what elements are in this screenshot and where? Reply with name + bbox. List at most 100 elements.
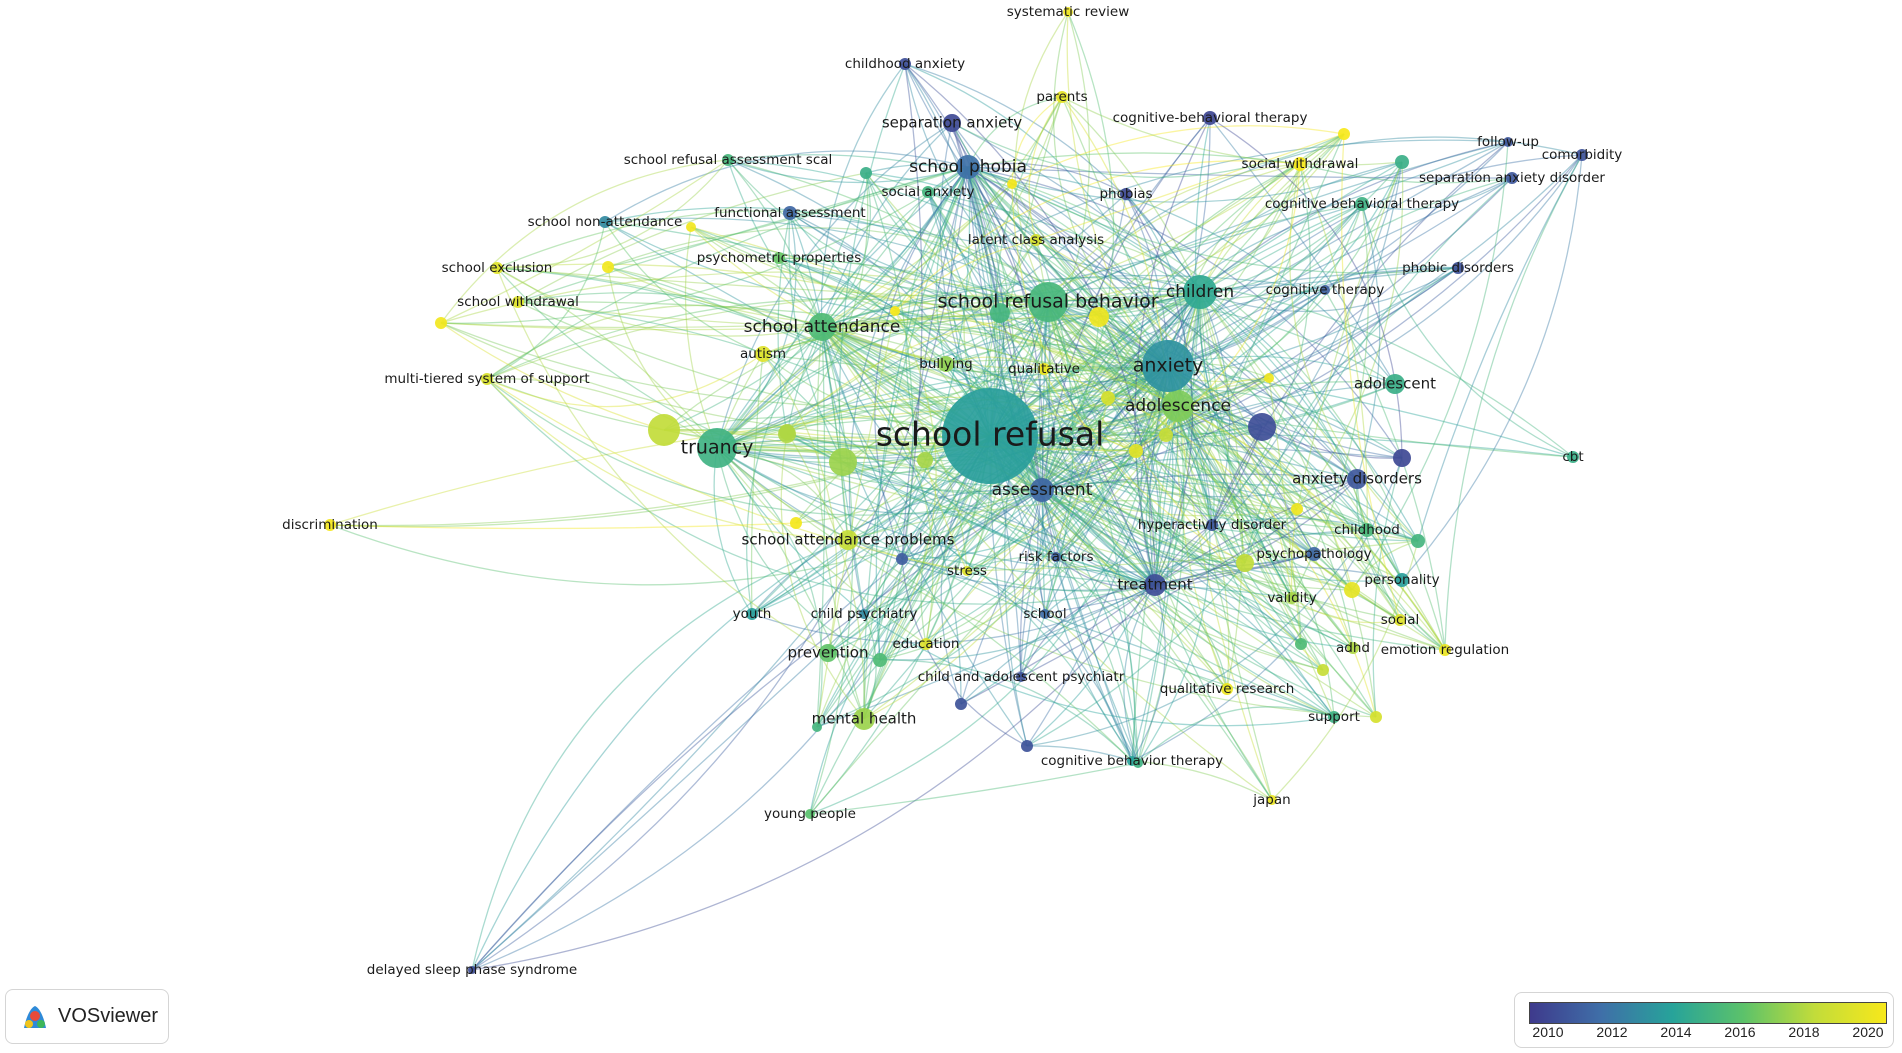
node-u12[interactable] <box>860 167 872 179</box>
node-u23[interactable] <box>955 698 967 710</box>
node-u9[interactable] <box>1129 444 1143 458</box>
node-u5[interactable] <box>1089 307 1109 327</box>
node-cbt[interactable] <box>1567 451 1579 463</box>
node-support[interactable] <box>1328 711 1340 723</box>
node-phobias[interactable] <box>1120 188 1132 200</box>
node-school-refusal[interactable] <box>942 388 1038 484</box>
node-u30[interactable] <box>1411 534 1425 548</box>
node-u26[interactable] <box>1291 503 1303 515</box>
node-u29[interactable] <box>1317 664 1329 676</box>
network-edge <box>904 63 1001 437</box>
node-school-exclusion[interactable] <box>491 262 503 274</box>
node-separation-anxiety-disorder[interactable] <box>1506 172 1518 184</box>
node-child-and-adolescent-psychiatry[interactable] <box>1016 672 1026 682</box>
node-functional-assessment[interactable] <box>783 206 797 220</box>
node-u2[interactable] <box>829 448 857 476</box>
node-bullying[interactable] <box>938 356 954 372</box>
node-parents[interactable] <box>1056 91 1068 103</box>
network-edge <box>716 439 1057 558</box>
node-u27[interactable] <box>1344 582 1360 598</box>
node-u24[interactable] <box>1021 740 1033 752</box>
node-education[interactable] <box>920 638 932 650</box>
node-separation-anxiety[interactable] <box>943 114 961 132</box>
node-u16[interactable] <box>686 222 696 232</box>
node-u22[interactable] <box>896 553 908 565</box>
node-school[interactable] <box>1040 609 1050 619</box>
node-children[interactable] <box>1183 275 1217 309</box>
node-qualitative[interactable] <box>1038 363 1050 375</box>
node-truancy[interactable] <box>697 428 737 468</box>
node-cognitive-therapy[interactable] <box>1320 285 1330 295</box>
node-u25[interactable] <box>1236 554 1254 572</box>
node-social-anxiety[interactable] <box>922 186 934 198</box>
node-cognitive-behavioral-therapy-2[interactable] <box>1355 197 1369 211</box>
node-validity[interactable] <box>1286 592 1298 604</box>
node-u13[interactable] <box>1007 179 1017 189</box>
node-school-refusal-assessment-scale[interactable] <box>722 154 734 166</box>
node-social[interactable] <box>1394 614 1406 626</box>
node-youth[interactable] <box>746 608 758 620</box>
node-phobic-disorders[interactable] <box>1452 262 1464 274</box>
node-emotion-regulation[interactable] <box>1439 644 1451 656</box>
node-mental-health[interactable] <box>853 708 875 730</box>
node-school-phobia[interactable] <box>956 155 980 179</box>
node-delayed-sleep-phase-syndrome[interactable] <box>468 966 476 974</box>
node-psychopathology[interactable] <box>1307 547 1321 561</box>
node-japan[interactable] <box>1267 795 1277 805</box>
node-autism[interactable] <box>755 346 771 362</box>
node-school-non-attendance[interactable] <box>599 216 611 228</box>
node-u17[interactable] <box>602 261 614 273</box>
node-u1[interactable] <box>648 414 680 446</box>
node-social-withdrawal[interactable] <box>1293 157 1307 171</box>
network-edge <box>1055 556 1139 764</box>
node-anxiety[interactable] <box>1142 340 1194 392</box>
node-school-attendance-problems[interactable] <box>838 530 858 550</box>
node-multi-tiered-system-of-support[interactable] <box>481 373 493 385</box>
node-u11[interactable] <box>1101 391 1115 405</box>
node-school-refusal-behavior[interactable] <box>1028 282 1068 322</box>
node-u14[interactable] <box>1338 128 1350 140</box>
node-u28[interactable] <box>1295 638 1307 650</box>
node-u33[interactable] <box>873 653 887 667</box>
node-school-attendance[interactable] <box>808 313 836 341</box>
node-u3[interactable] <box>778 425 796 443</box>
node-treatment[interactable] <box>1144 574 1166 596</box>
node-u10[interactable] <box>1159 428 1173 442</box>
node-u7[interactable] <box>1248 413 1276 441</box>
node-discrimination[interactable] <box>324 519 336 531</box>
node-childhood[interactable] <box>1360 523 1374 537</box>
node-adolescence[interactable] <box>1162 390 1194 422</box>
node-childhood-anxiety[interactable] <box>899 58 911 70</box>
node-systematic-review[interactable] <box>1063 7 1073 17</box>
node-u35[interactable] <box>1133 758 1143 768</box>
vosviewer-logo[interactable]: VOSviewer <box>5 989 169 1044</box>
node-u32[interactable] <box>1264 373 1274 383</box>
node-assessment[interactable] <box>1030 478 1054 502</box>
node-u4[interactable] <box>917 452 933 468</box>
node-qualitative-research[interactable] <box>1221 683 1233 695</box>
node-adolescent[interactable] <box>1385 374 1405 394</box>
node-u21[interactable] <box>790 517 802 529</box>
node-u18[interactable] <box>435 317 447 329</box>
node-school-withdrawal[interactable] <box>512 296 524 308</box>
node-u31[interactable] <box>1370 711 1382 723</box>
node-personality[interactable] <box>1395 573 1409 587</box>
node-prevention[interactable] <box>819 644 837 662</box>
node-anxiety-disorders[interactable] <box>1347 469 1367 489</box>
node-child-psychiatry[interactable] <box>859 609 869 619</box>
node-u6[interactable] <box>990 303 1010 323</box>
node-cognitive-behavioral-therapy[interactable] <box>1203 111 1217 125</box>
node-u15[interactable] <box>1395 155 1409 169</box>
node-latent-class-analysis[interactable] <box>1030 234 1042 246</box>
node-u8[interactable] <box>1393 449 1411 467</box>
node-psychometric-properties[interactable] <box>773 252 785 264</box>
node-young-people[interactable] <box>805 809 815 819</box>
node-adhd[interactable] <box>1347 642 1359 654</box>
node-u34[interactable] <box>812 722 822 732</box>
node-hyperactivity-disorder[interactable] <box>1206 519 1218 531</box>
node-comorbidity[interactable] <box>1576 149 1588 161</box>
node-follow-up[interactable] <box>1503 137 1513 147</box>
node-risk-factors[interactable] <box>1051 552 1061 562</box>
node-stress[interactable] <box>962 566 972 576</box>
node-u19[interactable] <box>890 306 900 316</box>
